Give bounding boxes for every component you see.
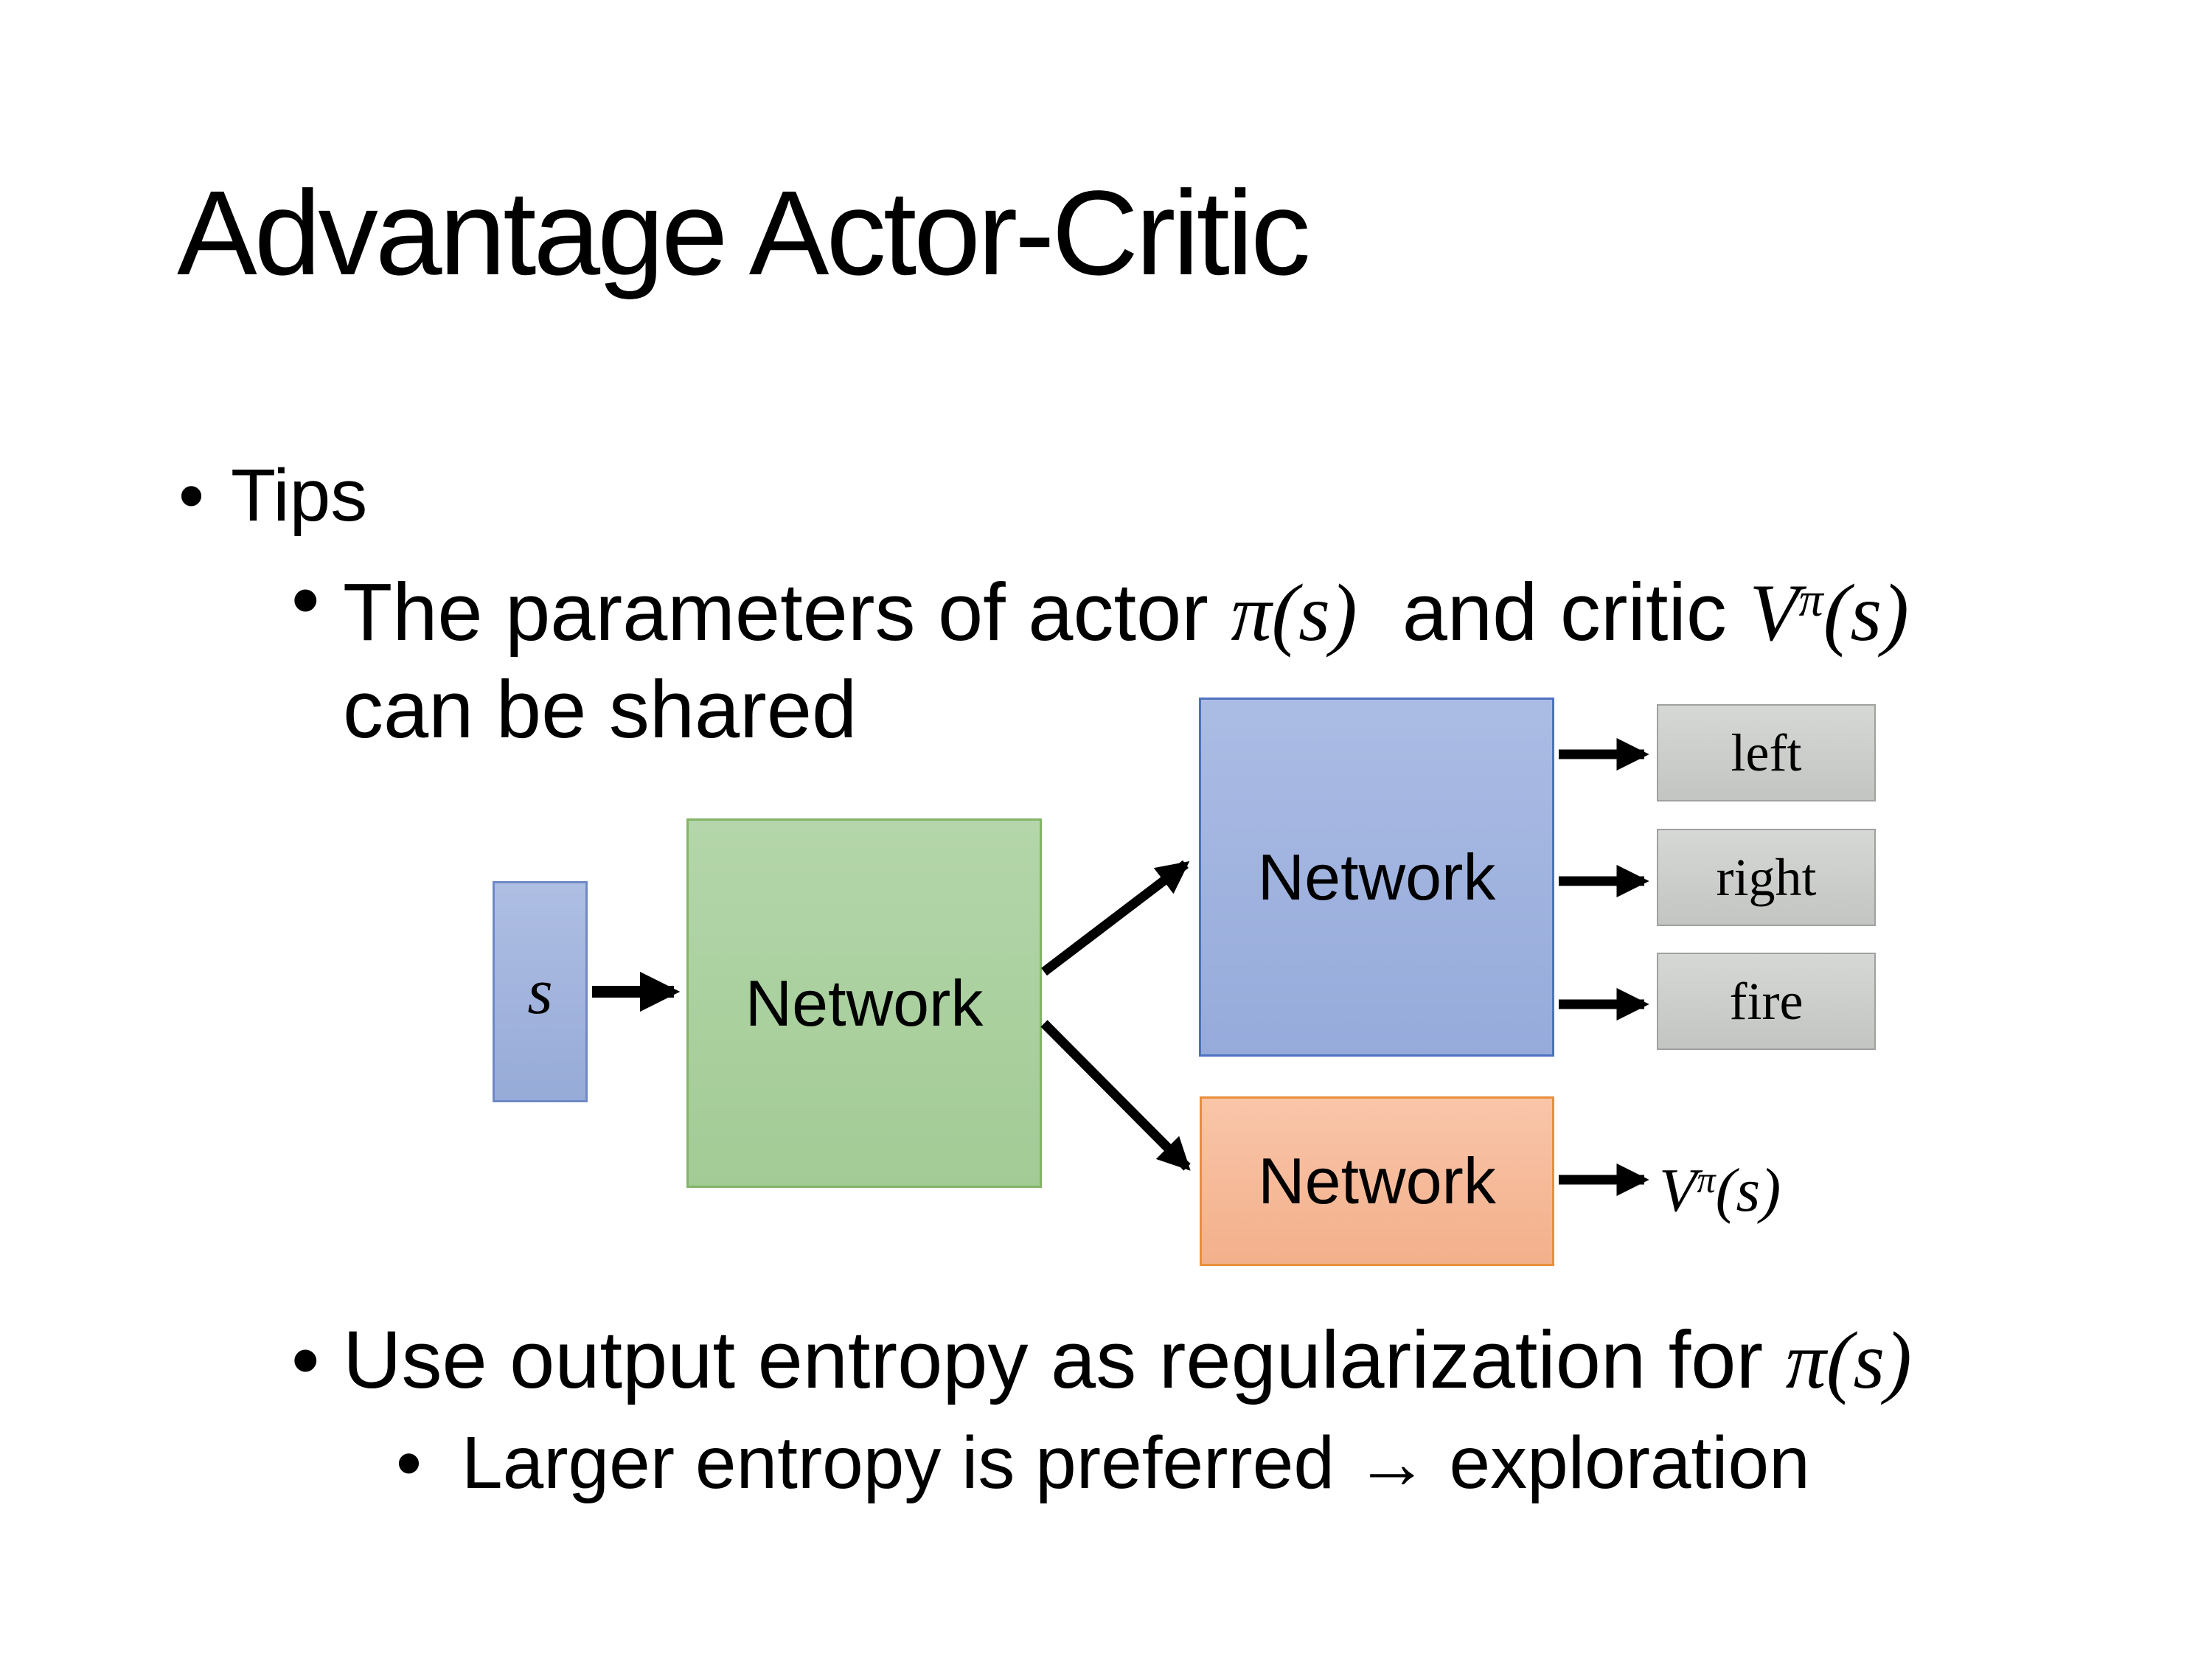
math-pi-s: π(s) <box>1231 568 1357 658</box>
critic-network-label: Network <box>1258 1144 1496 1217</box>
bullet-entropy-regularization: • Use output entropy as regularization fo… <box>291 1312 1912 1409</box>
math-v-sup-pi: π <box>1798 573 1823 627</box>
critic-network-box: Network <box>1200 1096 1554 1266</box>
bullet-tips-label: Tips <box>231 454 368 537</box>
action-box-right: right <box>1657 829 1876 926</box>
bullet-parameters-shared: • The parameters of actor π(s) and critic… <box>291 552 1909 759</box>
action-box-left: left <box>1657 704 1876 801</box>
math-pi-s: π(s) <box>1785 1315 1912 1405</box>
item1-line2: can be shared <box>343 664 858 755</box>
arrow-shared-to-critic <box>1040 1020 1191 1171</box>
item2-text-pre: Use output entropy as regularization for <box>343 1315 1786 1405</box>
bullet-glyph: • <box>178 454 205 537</box>
math-v-base: V <box>1749 568 1799 658</box>
slide-title: Advantage Actor-Critic <box>177 165 1311 300</box>
bullet-glyph: • <box>291 554 320 645</box>
shared-network-box: Network <box>686 818 1042 1188</box>
action-label-left: left <box>1731 723 1802 782</box>
value-args: (s) <box>1715 1156 1781 1225</box>
shared-network-label: Network <box>745 966 984 1040</box>
bullet-tips: • Tips <box>178 451 367 540</box>
item1-text-pre: The parameters of actor <box>343 567 1231 658</box>
bullet-glyph: • <box>291 1315 320 1405</box>
item1-text-mid: and critic <box>1357 567 1750 658</box>
item3-text: Larger entropy is preferred → exploratio… <box>462 1422 1810 1504</box>
arrow-shared-to-actor <box>1041 860 1190 976</box>
actor-network-label: Network <box>1257 840 1496 914</box>
bullet-larger-entropy: • Larger entropy is preferred → explorati… <box>396 1419 1810 1507</box>
state-input-box: s <box>493 881 588 1102</box>
math-v-args: (s) <box>1823 568 1909 658</box>
value-base: V <box>1659 1156 1697 1225</box>
value-output-label: Vπ(s) <box>1659 1134 1781 1237</box>
value-sup-pi: π <box>1697 1159 1716 1200</box>
action-label-fire: fire <box>1729 971 1804 1031</box>
state-label: s <box>527 956 553 1028</box>
actor-network-box: Network <box>1199 698 1554 1057</box>
action-label-right: right <box>1716 847 1817 907</box>
bullet-glyph: • <box>396 1422 422 1504</box>
action-box-fire: fire <box>1657 953 1876 1050</box>
